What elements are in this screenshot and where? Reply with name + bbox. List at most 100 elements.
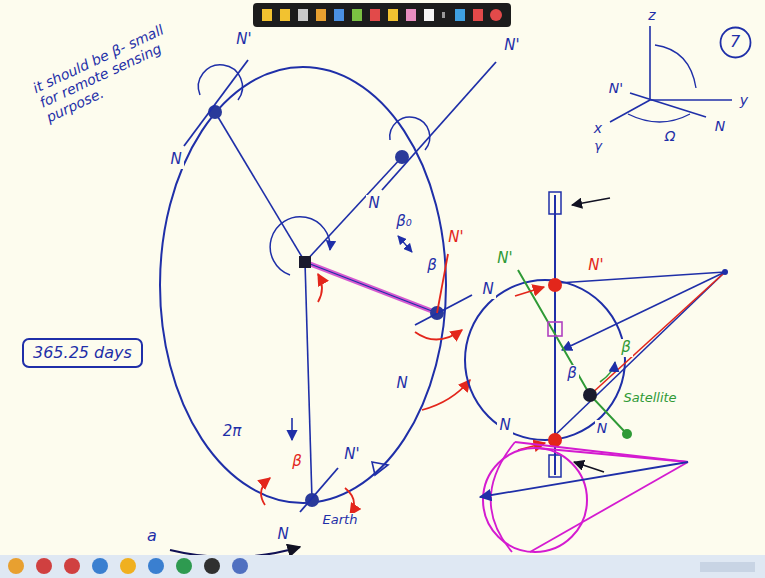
radius-line [305,157,402,262]
spin-axis [382,62,496,190]
angle-arc [270,217,330,275]
cone-line [515,442,688,462]
handwritten-label: Satellite [621,391,678,406]
rotation-arrow [422,380,470,410]
circle-outline [720,27,750,57]
direction-marker [372,462,388,475]
handwritten-label: β [565,365,579,382]
taskbar [0,555,765,578]
handwritten-label: N [168,151,183,168]
handwritten-label: Ω [663,128,678,144]
toolbar-icon [442,12,445,18]
taskbar-icon [232,558,248,574]
spin-axis [300,468,338,512]
rotation-arrow [415,330,462,340]
taskbar-icon [8,558,24,574]
toolbar-icon [473,9,483,21]
toolbar-icon [334,9,344,21]
spin-axis [184,60,248,146]
arrow [515,287,544,296]
axis-cap [549,192,561,214]
rotation-arrow [345,488,354,515]
radius-line [305,262,437,313]
handwritten-label: N [394,375,409,392]
handwritten-label: N [366,195,381,212]
handwritten-label: N' [502,37,521,54]
angle-arrow [398,236,412,252]
angle-arc-green [600,362,615,382]
handwritten-label: N [497,417,512,434]
arrow [291,418,293,440]
taskbar-icon [92,558,108,574]
x-axis [610,100,650,122]
handwritten-label: N' [586,257,605,274]
page-number-circle: 7 [719,26,752,59]
pole-dot [548,278,562,292]
handwritten-label: N' [495,250,514,267]
taskbar-icon [36,558,52,574]
handwritten-label: N [275,526,290,543]
taskbar-icon [64,558,80,574]
cone-circle [483,448,587,552]
green-dot [622,429,632,439]
radius-line [305,262,312,500]
handwritten-label: Earth [321,513,360,528]
orbit [160,67,446,503]
satellite-axis [518,270,625,432]
handwritten-note: it should be β- small for remote sensing… [28,14,195,126]
spin-axis [415,295,472,325]
handwritten-label: y [738,92,750,108]
handwritten-label: N' [446,229,465,246]
toolbar-icon [352,9,362,21]
handwritten-label: β [425,257,439,274]
handwritten-label: γ [592,139,604,154]
toolbar-icon [424,9,434,21]
angle-arc [655,45,696,88]
taskbar-icon [120,558,136,574]
toolbar [253,3,511,27]
toolbar-icon [406,9,416,21]
cone-axis [562,272,725,350]
handwritten-label: N' [234,31,253,48]
handwritten-label: β [290,453,304,470]
toolbar-icon [490,9,502,21]
node-text: 365.25 days [33,344,132,362]
taskbar-icon [148,558,164,574]
cone-outline [491,442,515,552]
cone-axis [480,462,688,497]
cone-line [558,272,725,283]
arrow [572,198,610,205]
radius-line [215,112,305,262]
handwritten-label: β [619,339,633,356]
axis-cap [549,455,561,477]
handwritten-label: N' [607,80,625,96]
handwritten-label: N' [342,446,361,463]
toolbar-icon [370,9,380,21]
apex-dot [722,269,728,275]
satellite-dot [583,388,597,402]
angle-arc [628,114,690,122]
earth-circle [465,280,625,440]
handwritten-label: a [145,527,159,545]
right-angle-mark [548,322,562,336]
pole-dot [548,433,562,447]
taskbar-icon [204,558,220,574]
handwritten-label: β₀ [394,213,414,230]
toolbar-icon [262,9,272,21]
taskbar-icon [176,558,192,574]
radius-line-highlight [305,262,437,313]
toolbar-icon [316,9,326,21]
node-line [630,93,706,117]
toolbar-icon [455,9,465,21]
z-axis [649,26,651,100]
toolbar-icon [388,9,398,21]
boxed-note: 365.25 days [22,338,143,368]
handwritten-label: N [480,281,495,298]
handwritten-label: z [646,7,657,23]
cone-line-red [590,272,725,395]
cone-line [550,272,725,440]
handwritten-label: 2π [221,423,244,440]
sun [299,256,311,268]
y-axis [650,99,732,101]
